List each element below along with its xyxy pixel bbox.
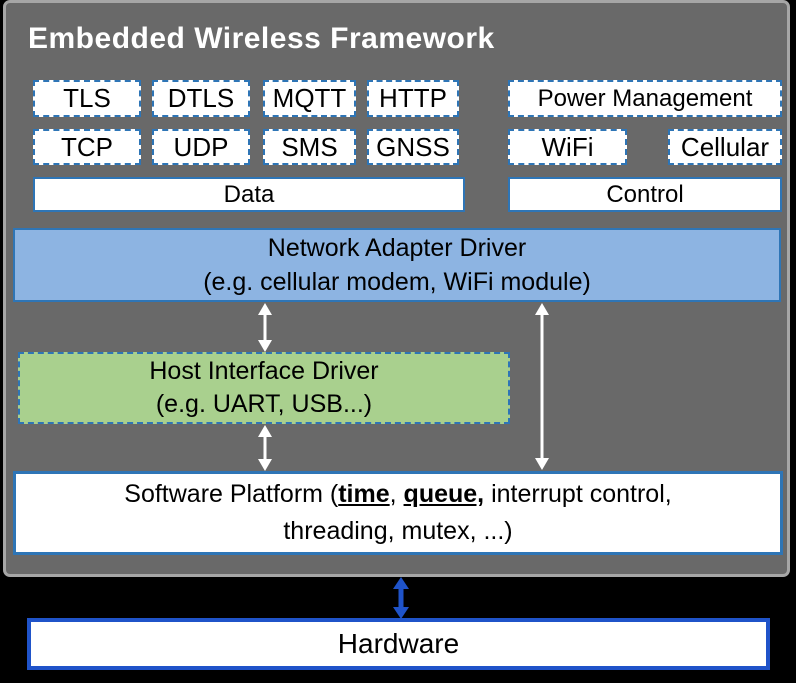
protocol-label: UDP xyxy=(173,131,229,162)
data-bar-label: Data xyxy=(223,180,275,208)
software-platform-mid: , xyxy=(389,480,404,508)
protocol-label: TCP xyxy=(61,131,113,162)
protocol-label: DTLS xyxy=(167,83,235,113)
software-platform-line2: threading, mutex, ...) xyxy=(283,517,513,545)
page-title: Embedded Wireless Framework xyxy=(28,22,495,55)
power-management-box: Power Management xyxy=(508,80,782,117)
host-interface-driver-box: Host Interface Driver (e.g. UART, USB...… xyxy=(18,352,510,424)
arrow-adapter-software xyxy=(535,303,549,470)
network-adapter-driver-box: Network Adapter Driver (e.g. cellular mo… xyxy=(13,228,781,302)
hardware-box: Hardware xyxy=(27,618,770,670)
protocol-box-tls: TLS xyxy=(33,80,141,117)
arrow-adapter-host xyxy=(258,303,272,352)
protocol-label: GNSS xyxy=(376,131,450,162)
hardware-label: Hardware xyxy=(337,628,460,659)
software-platform-kw-queue: queue, xyxy=(403,480,485,508)
cellular-label: Cellular xyxy=(680,131,770,162)
wifi-label: WiFi xyxy=(541,131,594,162)
host-interface-line1: Host Interface Driver xyxy=(149,357,379,385)
protocol-label: MQTT xyxy=(272,83,347,113)
control-bar: Control xyxy=(508,177,782,212)
network-adapter-line2: (e.g. cellular modem, WiFi module) xyxy=(203,268,591,296)
software-platform-line1: Software Platform (time, queue, interrup… xyxy=(124,476,671,513)
protocol-box-http: HTTP xyxy=(367,80,459,117)
network-adapter-line1: Network Adapter Driver xyxy=(267,234,527,262)
control-bar-label: Control xyxy=(606,180,684,208)
software-platform-kw-time: time xyxy=(338,480,390,508)
protocol-label: SMS xyxy=(281,131,338,162)
host-interface-line2: (e.g. UART, USB...) xyxy=(155,390,373,418)
protocol-box-mqtt: MQTT xyxy=(263,80,356,117)
data-bar: Data xyxy=(33,177,465,212)
protocol-box-sms: SMS xyxy=(263,129,356,165)
protocol-box-dtls: DTLS xyxy=(152,80,250,117)
protocol-box-udp: UDP xyxy=(152,129,250,165)
protocol-box-tcp: TCP xyxy=(33,129,141,165)
protocol-label: TLS xyxy=(63,83,111,113)
cellular-box: Cellular xyxy=(668,129,782,165)
arrow-host-software xyxy=(258,425,272,471)
software-platform-post: interrupt control, xyxy=(484,480,672,508)
wifi-box: WiFi xyxy=(508,129,627,165)
arrow-software-hardware xyxy=(393,577,409,619)
software-platform-box: Software Platform (time, queue, interrup… xyxy=(13,471,783,555)
protocol-box-gnss: GNSS xyxy=(367,129,459,165)
power-management-label: Power Management xyxy=(537,84,753,112)
software-platform-pre: Software Platform ( xyxy=(124,480,339,508)
protocol-label: HTTP xyxy=(379,83,447,113)
